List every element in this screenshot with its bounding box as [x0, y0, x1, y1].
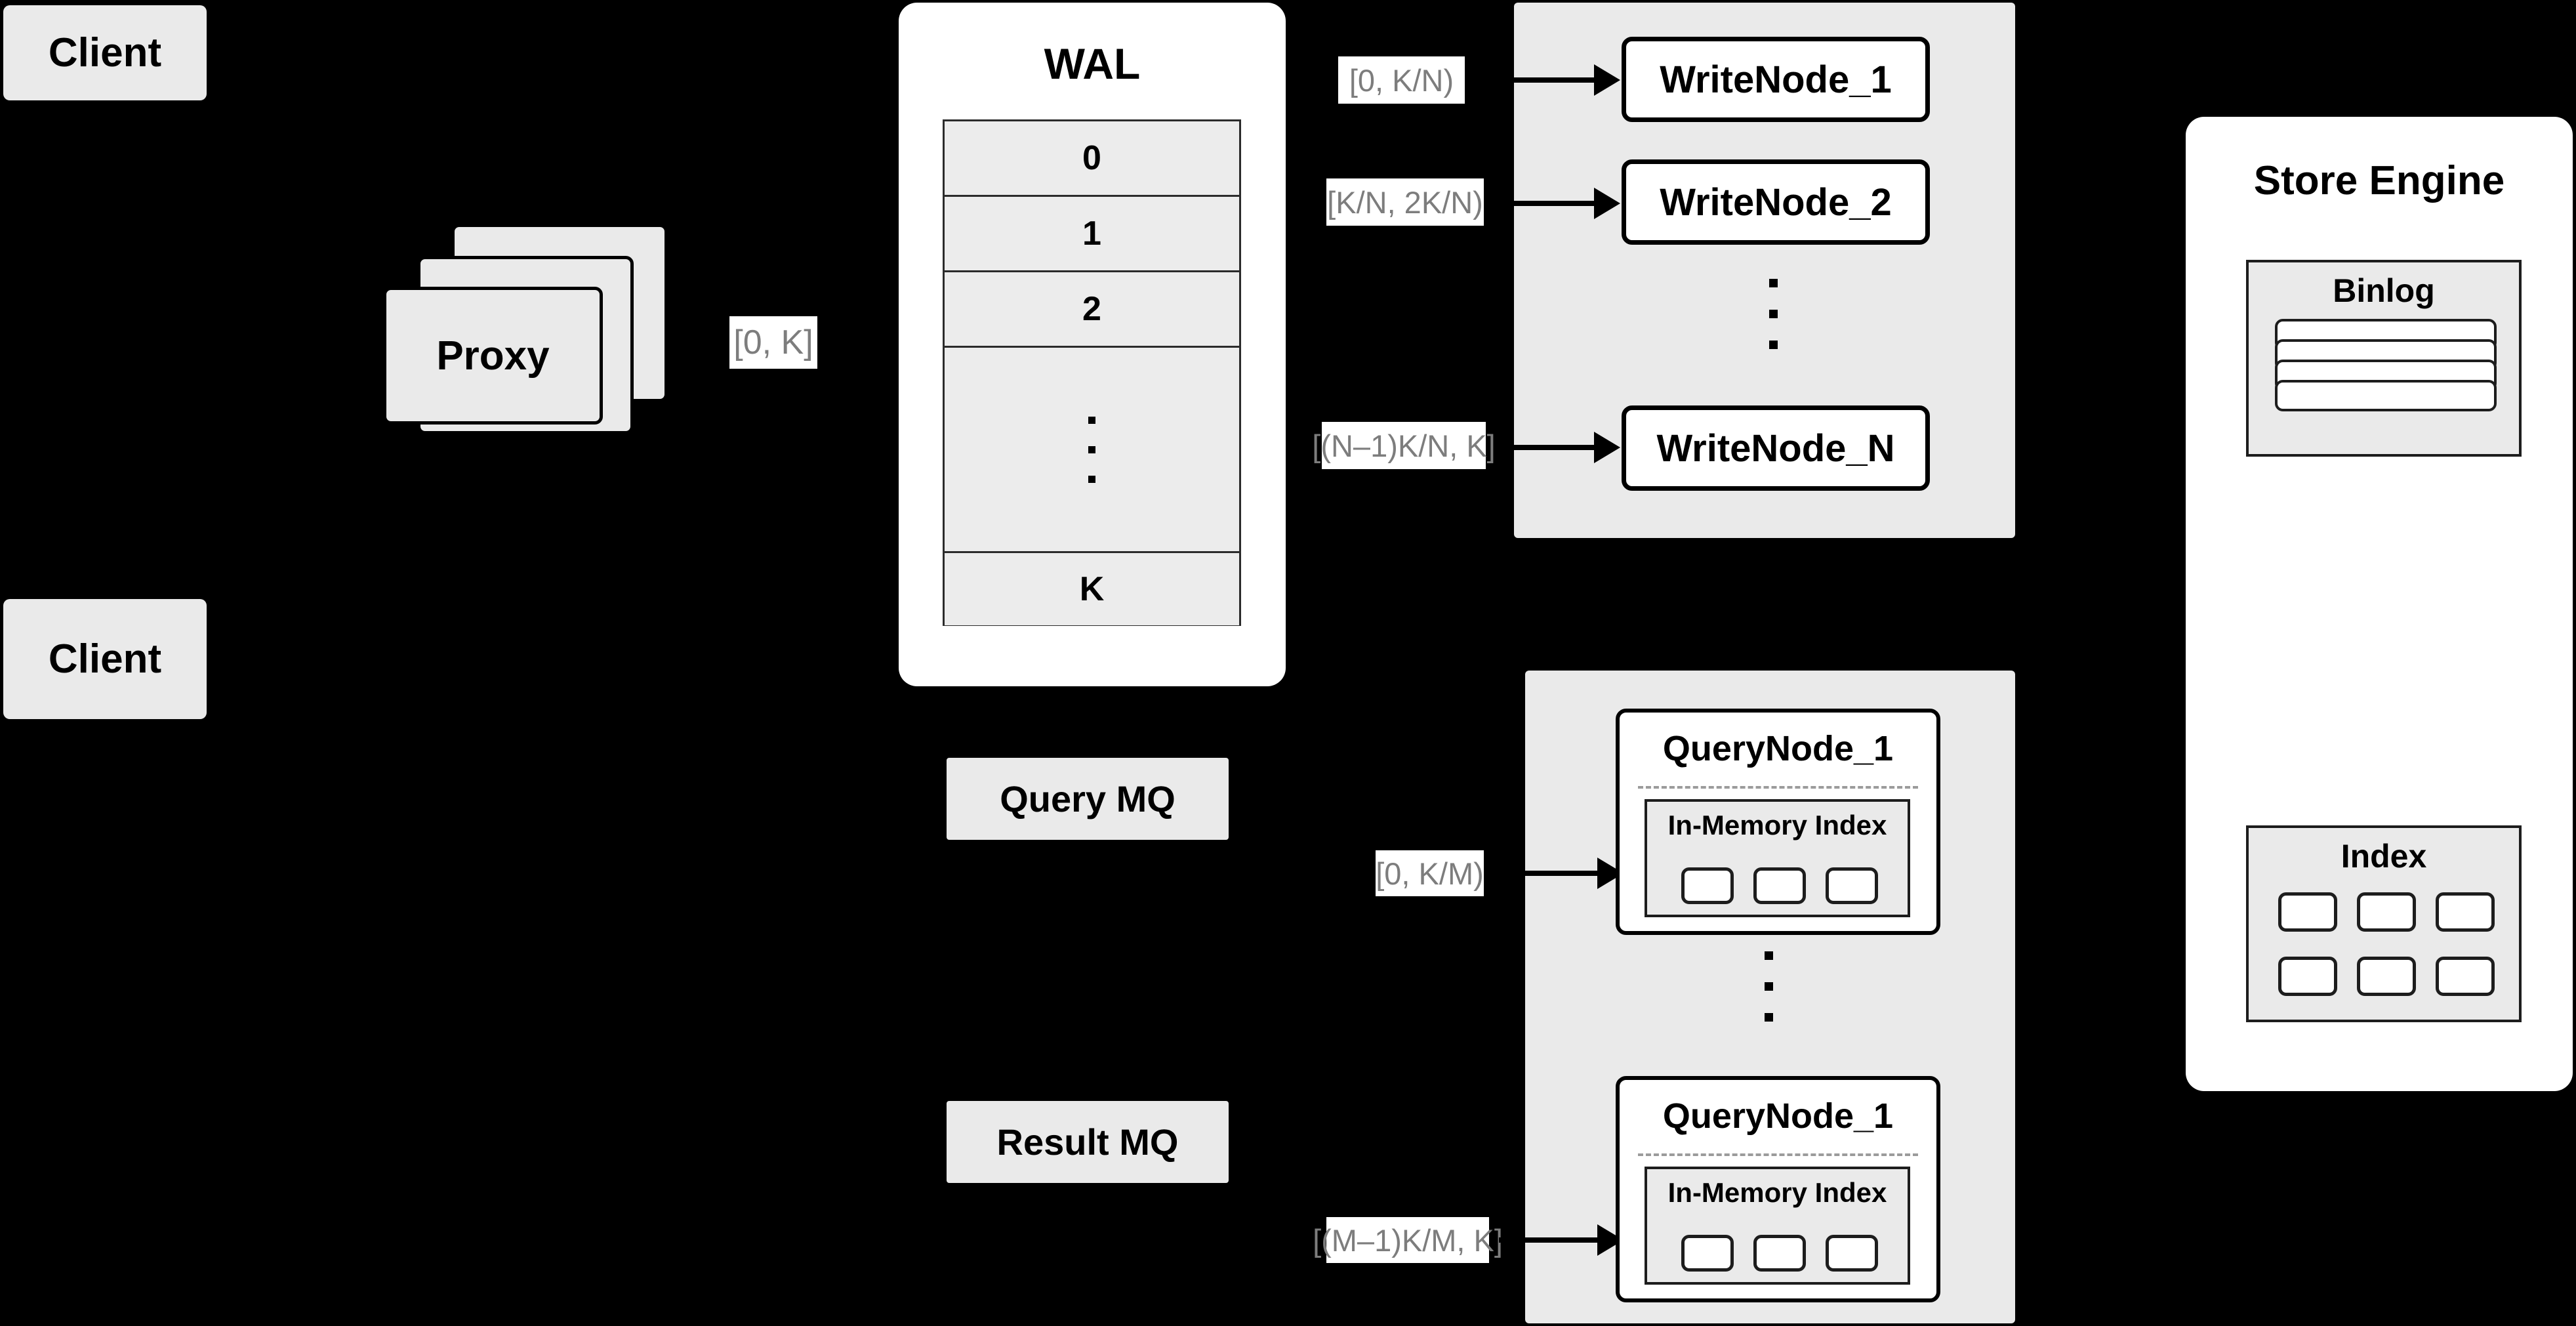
index-title: Index [2341, 838, 2427, 875]
proxy-range-label-text: [0, K] [733, 323, 813, 362]
write-node-2[interactable]: WriteNode_2 [1622, 159, 1930, 245]
in-memory-index-panel: In-Memory Index [1645, 799, 1910, 917]
result-mq-box[interactable]: Result MQ [947, 1101, 1229, 1183]
write-node-label: WriteNode_1 [1660, 58, 1892, 101]
proxy-range-label: [0, K] [729, 316, 817, 369]
write-node-range-label-n: [(N–1)K/N, K] [1312, 422, 1496, 469]
ellipsis-dot [1765, 1013, 1773, 1022]
write-node-label: WriteNode_N [1656, 426, 1895, 470]
index-panel: Index [2246, 825, 2522, 1022]
in-memory-index-panel: In-Memory Index [1645, 1167, 1910, 1285]
ellipsis-dot [1088, 475, 1095, 483]
query-node-1[interactable]: QueryNode_1 In-Memory Index [1616, 709, 1940, 935]
index-chip[interactable] [2278, 892, 2337, 932]
wal-row[interactable]: 0 [945, 121, 1239, 197]
ellipsis-dot [1765, 951, 1773, 960]
store-engine-panel: Store Engine Binlog Index [2186, 117, 2573, 1091]
query-node-separator [1638, 786, 1918, 789]
query-node-m[interactable]: QueryNode_1 In-Memory Index [1616, 1076, 1940, 1302]
index-chip[interactable] [2436, 957, 2495, 996]
index-chip[interactable] [1826, 1235, 1878, 1272]
query-node-range-label-1: [0, K/M) [1376, 850, 1484, 896]
proxy-box[interactable]: Proxy [383, 287, 603, 425]
query-node-separator [1638, 1153, 1918, 1156]
range-text: [0, K/N) [1349, 62, 1454, 98]
query-mq-box[interactable]: Query MQ [947, 758, 1229, 840]
client-box-2[interactable]: Client [3, 599, 207, 719]
index-chip[interactable] [2278, 957, 2337, 996]
ellipsis-dot [1769, 341, 1778, 349]
query-node-label: QueryNode_1 [1662, 1096, 1894, 1136]
query-node-range-label-m: [(M–1)K/M, K] [1313, 1217, 1503, 1263]
client-label: Client [48, 30, 162, 75]
ellipsis-dot [1088, 416, 1095, 424]
proxy-label: Proxy [436, 333, 550, 379]
index-chip[interactable] [1826, 867, 1878, 904]
index-chip[interactable] [1753, 867, 1806, 904]
query-mq-label: Query MQ [1000, 778, 1176, 819]
range-text: [K/N, 2K/N) [1327, 184, 1483, 220]
wal-row-label: 0 [1082, 139, 1101, 177]
binlog-panel: Binlog [2246, 260, 2522, 457]
write-node-range-label-2: [K/N, 2K/N) [1326, 178, 1484, 226]
index-chip[interactable] [1681, 1235, 1734, 1272]
wal-row[interactable]: K [945, 553, 1239, 625]
write-node-label: WriteNode_2 [1660, 180, 1892, 224]
wal-row-label: K [1079, 570, 1105, 608]
index-chip[interactable] [1753, 1235, 1806, 1272]
store-engine-title: Store Engine [2253, 158, 2505, 203]
wal-row-label: 1 [1082, 215, 1101, 253]
index-chip[interactable] [2357, 957, 2416, 996]
write-node-1[interactable]: WriteNode_1 [1622, 37, 1930, 122]
query-node-label: QueryNode_1 [1662, 729, 1894, 768]
in-memory-index-title: In-Memory Index [1667, 810, 1887, 840]
in-memory-index-title: In-Memory Index [1667, 1177, 1887, 1208]
range-text: [0, K/M) [1376, 856, 1484, 891]
wal-row[interactable]: 2 [945, 272, 1239, 348]
range-text: [(M–1)K/M, K] [1313, 1222, 1503, 1258]
ellipsis-dot [1769, 310, 1778, 318]
ellipsis-dot [1769, 279, 1778, 287]
write-node-n[interactable]: WriteNode_N [1622, 405, 1930, 491]
binlog-title: Binlog [2333, 272, 2435, 309]
wal-title: WAL [1044, 39, 1141, 88]
query-cluster-ellipsis [1765, 951, 1773, 1022]
wal-row-label: 2 [1082, 290, 1101, 328]
ellipsis-dot [1765, 982, 1773, 991]
write-cluster-ellipsis [1769, 279, 1778, 349]
wal-row[interactable]: 1 [945, 197, 1239, 272]
binlog-row[interactable] [2275, 380, 2497, 411]
client-label: Client [48, 636, 162, 682]
wal-row-ellipsis [945, 348, 1239, 553]
client-box-1[interactable]: Client [3, 5, 207, 100]
range-text: [(N–1)K/N, K] [1312, 428, 1496, 463]
index-chip[interactable] [2357, 892, 2416, 932]
index-chip[interactable] [2436, 892, 2495, 932]
result-mq-label: Result MQ [996, 1121, 1179, 1163]
index-chip[interactable] [1681, 867, 1734, 904]
wal-row-list: 0 1 2 K [943, 119, 1241, 626]
write-node-range-label-1: [0, K/N) [1338, 56, 1465, 104]
ellipsis-dot [1088, 445, 1095, 453]
